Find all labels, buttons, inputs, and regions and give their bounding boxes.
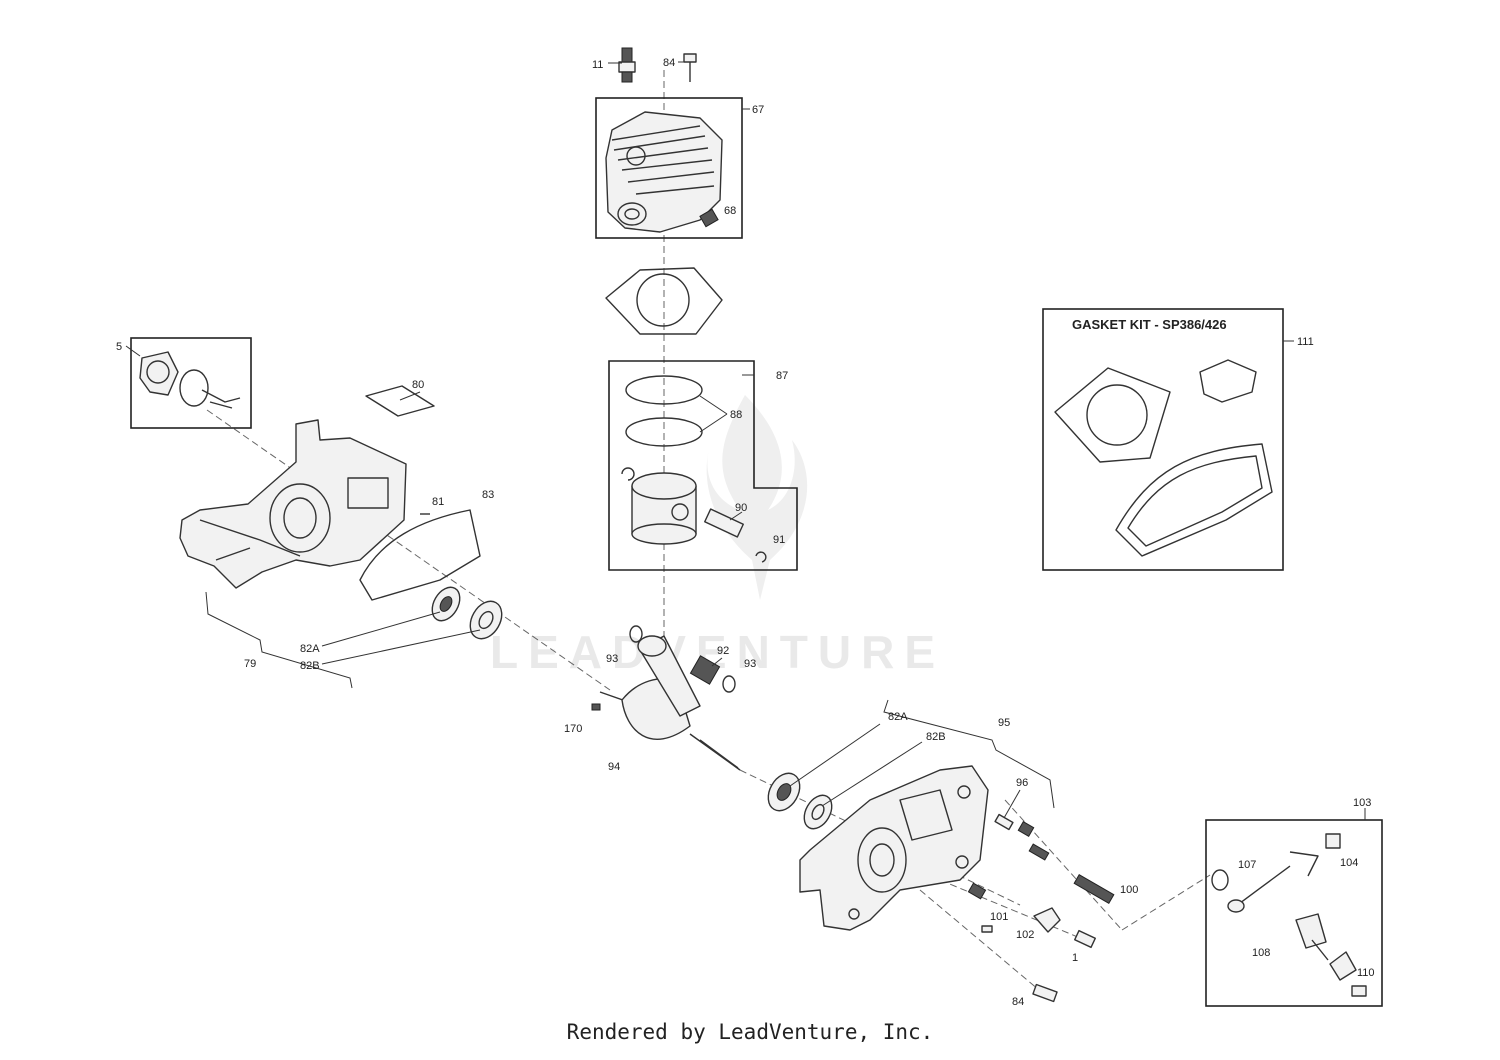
- callout-1: 1: [1072, 952, 1078, 964]
- right-crankcase-small-parts: [967, 813, 1115, 1003]
- oil-pump-frame: [130, 337, 252, 429]
- right-bearings-part: [767, 772, 833, 830]
- key-170-part: [591, 703, 601, 711]
- callout-93-lower: 93: [744, 658, 756, 670]
- callout-81: 81: [432, 496, 444, 508]
- cylinder-assembly: [595, 97, 743, 239]
- part-104: [1325, 833, 1341, 849]
- callout-79: 79: [244, 658, 256, 670]
- right-crankcase-part: [799, 765, 989, 931]
- left-crankcase-part: [179, 419, 407, 589]
- callout-82b-left: 82B: [300, 660, 320, 672]
- washer-93-lower-part: [722, 675, 736, 693]
- callout-82b-right: 82B: [926, 731, 946, 743]
- callout-68: 68: [724, 205, 736, 217]
- gasket-kit-assembly: GASKET KIT - SP386/426: [1042, 308, 1284, 571]
- callout-labels: 11 84 67 68 5 80 81 83 79 82A 82B 87 88 …: [116, 57, 1375, 1008]
- callout-87: 87: [776, 370, 788, 382]
- ring-lower: [625, 417, 703, 447]
- callout-100: 100: [1120, 884, 1138, 896]
- footer-credit: Rendered by LeadVenture, Inc.: [566, 1020, 934, 1044]
- callout-108: 108: [1252, 947, 1270, 959]
- callout-82a-right: 82A: [888, 711, 908, 723]
- part-84-bottom: [1032, 983, 1058, 1003]
- callout-107: 107: [1238, 859, 1256, 871]
- gasket-kit-frame: [1042, 308, 1284, 571]
- oil-pump-assembly: [130, 337, 252, 429]
- callout-104: 104: [1340, 857, 1358, 869]
- cylinder-gasket-part: [605, 267, 723, 335]
- piston-assembly: [608, 360, 798, 571]
- callout-90: 90: [735, 502, 747, 514]
- callout-84-top: 84: [663, 57, 675, 69]
- callout-96: 96: [1016, 777, 1028, 789]
- callout-80: 80: [412, 379, 424, 391]
- callout-94: 94: [608, 761, 620, 773]
- leader-lines: [125, 61, 1366, 820]
- callout-83: 83: [482, 489, 494, 501]
- piston-frame: [608, 360, 798, 571]
- piston-pin: [704, 508, 744, 538]
- callout-95: 95: [998, 717, 1010, 729]
- callout-103: 103: [1353, 797, 1371, 809]
- callout-111: 111: [1297, 336, 1314, 348]
- filter-80-part: [365, 385, 435, 417]
- washer-93-upper-part: [629, 625, 643, 643]
- oiler-frame: [1205, 819, 1383, 1007]
- callout-82a-left: 82A: [300, 643, 320, 655]
- cylinder-frame: [595, 97, 743, 239]
- bracket-95: [883, 699, 1055, 809]
- callout-170: 170: [564, 723, 582, 735]
- oiler-assembly: [1205, 819, 1383, 1007]
- part-102: [1033, 907, 1061, 933]
- callout-93-upper: 93: [606, 653, 618, 665]
- spark-plug-part: [618, 47, 636, 83]
- gasket-kit-title: GASKET KIT - SP386/426: [1072, 317, 1227, 332]
- callout-5: 5: [116, 341, 122, 353]
- callout-67: 67: [752, 104, 764, 116]
- callout-110: 110: [1357, 967, 1375, 979]
- watermark: LEADVENTURE: [490, 395, 935, 678]
- callout-101: 101: [990, 911, 1008, 923]
- callout-11: 11: [592, 59, 603, 71]
- part-1: [1074, 929, 1096, 949]
- callout-91: 91: [773, 534, 785, 546]
- gasket-83-part: [359, 509, 481, 601]
- needle-bearing-92-part: [689, 655, 721, 685]
- part-101: [981, 925, 993, 933]
- callout-102: 102: [1016, 929, 1034, 941]
- crankshaft-part: [599, 635, 741, 771]
- callout-84-bottom: 84: [1012, 996, 1024, 1008]
- cylinder-part: [605, 111, 723, 233]
- part-68-plug: [699, 208, 719, 228]
- ring-upper: [625, 375, 703, 405]
- callout-92: 92: [717, 645, 729, 657]
- screw-84-top-part: [683, 53, 697, 82]
- callout-88: 88: [730, 409, 742, 421]
